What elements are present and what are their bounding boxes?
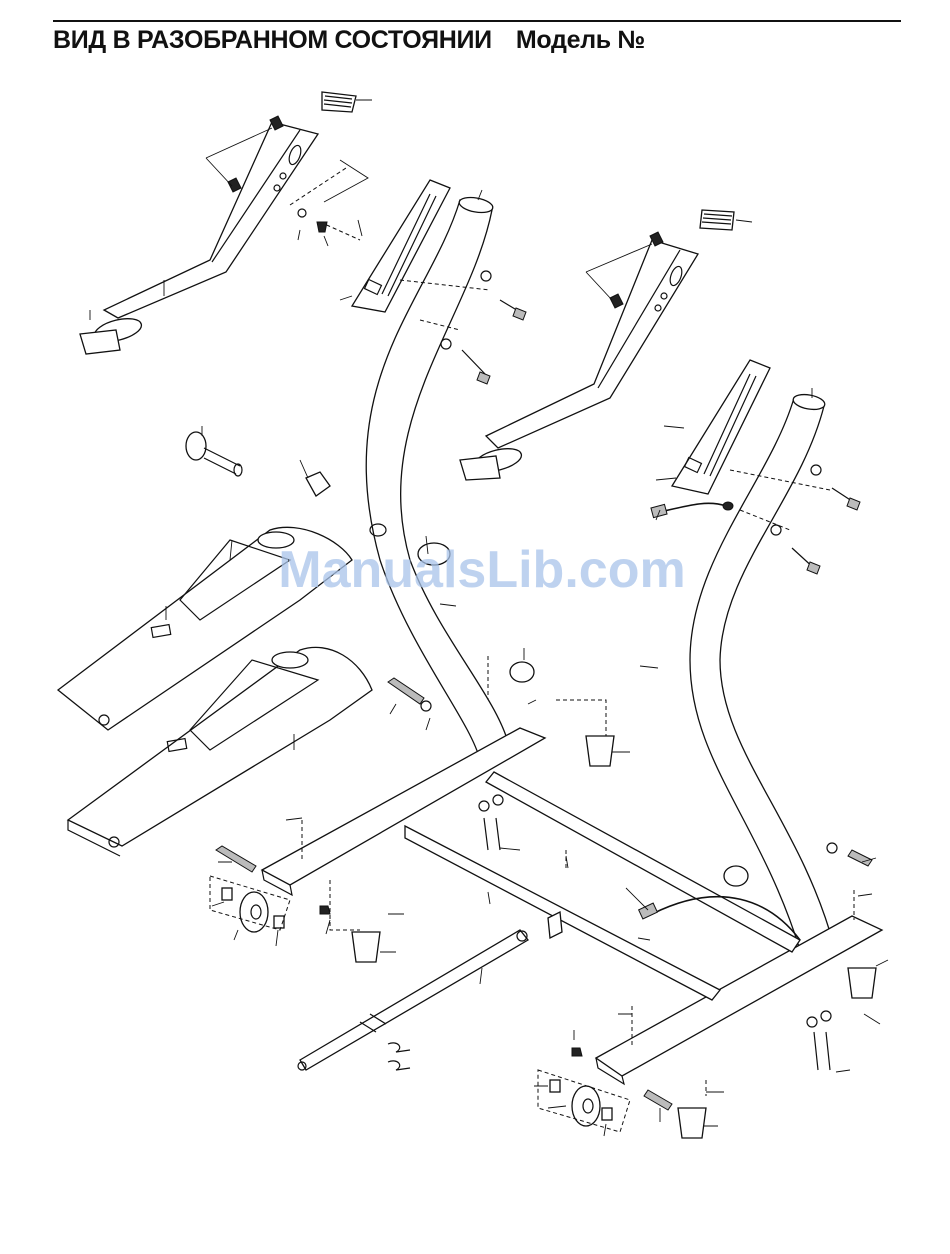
handrail-end-cap-bottom-left bbox=[80, 330, 120, 354]
right-console-bracket bbox=[672, 360, 770, 494]
right-handrail bbox=[472, 240, 698, 476]
handrail-fasteners-left bbox=[290, 160, 368, 240]
console-wire-harness bbox=[651, 502, 733, 518]
front-wheel-left bbox=[210, 876, 290, 932]
handrail-end-cap-top-right bbox=[700, 210, 734, 230]
handrail-end-cap-top-left bbox=[322, 92, 356, 112]
watermark-text: ManualsLib.com bbox=[262, 540, 702, 600]
actuator-bracket bbox=[548, 912, 562, 938]
adjustment-knob bbox=[186, 432, 242, 476]
handrail-end-cap-bottom-right bbox=[460, 456, 500, 480]
left-handrail bbox=[92, 122, 318, 346]
frame-fasteners bbox=[216, 678, 872, 1110]
hairpin-clips bbox=[388, 1043, 410, 1070]
incline-actuator bbox=[298, 930, 528, 1070]
